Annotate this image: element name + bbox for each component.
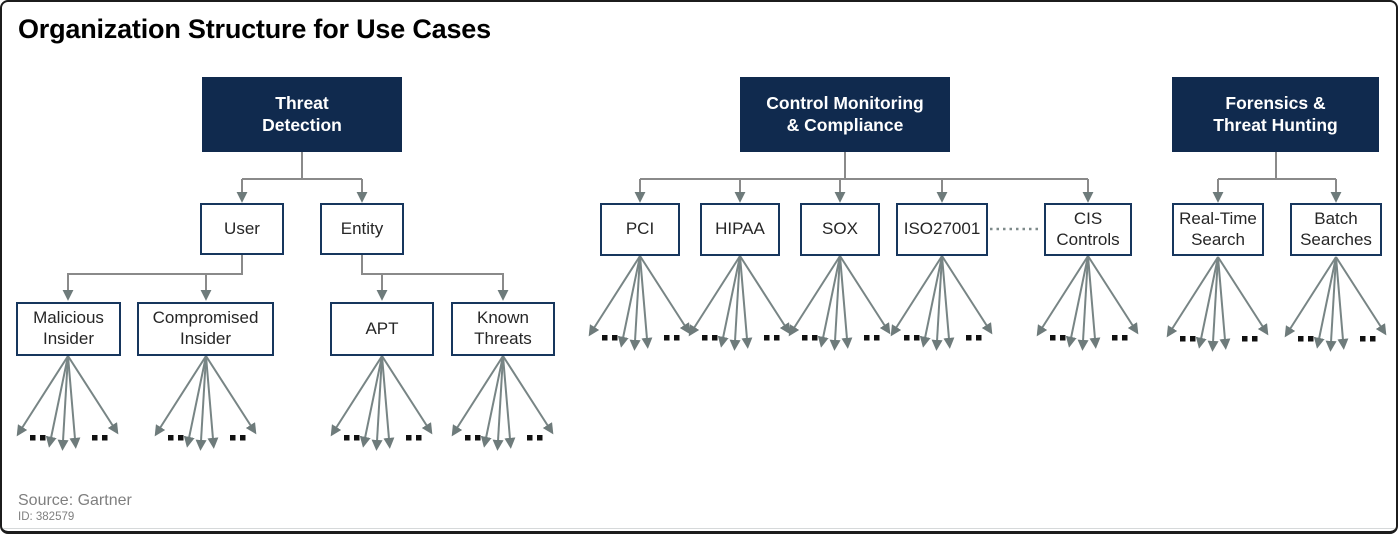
ellipsis-dot (1060, 335, 1066, 341)
ellipsis-dot (30, 435, 36, 441)
connector-forensics (1212, 152, 1342, 203)
node-label: Real-Time Search (1179, 208, 1257, 249)
node-batch-searches: Batch Searches (1290, 203, 1382, 256)
node-label: Threat Detection (262, 93, 342, 135)
ellipsis-dot (1190, 336, 1196, 342)
ellipsis-dot (1252, 336, 1258, 342)
ellipsis-dot (344, 435, 350, 441)
ellipsis-dot (1112, 335, 1118, 341)
node-label: SOX (822, 219, 858, 239)
node-label: ISO27001 (903, 219, 981, 239)
connector-user (62, 255, 243, 301)
ellipsis-dot (40, 435, 46, 441)
ellipsis-dot (774, 335, 780, 341)
node-label: Known Threats (474, 308, 532, 348)
ellipsis-dot (602, 335, 608, 341)
ellipsis-dot (976, 335, 982, 341)
ellipsis-dot (874, 335, 880, 341)
ellipsis-dot (966, 335, 972, 341)
connector-entity (361, 255, 509, 301)
ellipsis-dot (168, 435, 174, 441)
fanout-arrows-known-threats (451, 355, 554, 451)
node-entity: Entity (320, 203, 404, 255)
ellipsis-dot (812, 335, 818, 341)
ellipsis-dot (475, 435, 481, 441)
bottom-divider (2, 528, 1396, 529)
fanout-arrows-sox (788, 255, 891, 351)
ellipsis-dot (92, 435, 98, 441)
node-iso27001: ISO27001 (896, 203, 988, 256)
ellipsis-dot (702, 335, 708, 341)
connector-control-monitoring (634, 152, 1094, 203)
footer: Source: Gartner ID: 382579 (18, 491, 132, 525)
ellipsis-dot (904, 335, 910, 341)
node-pci: PCI (600, 203, 680, 256)
fanout-arrows-compromised-insider (154, 355, 257, 451)
fanout-arrows-cis-controls (1036, 255, 1139, 351)
fanout-arrows-iso27001 (890, 255, 993, 351)
node-label: CIS Controls (1056, 208, 1120, 249)
node-label: Malicious Insider (33, 308, 104, 348)
ellipsis-dot (102, 435, 108, 441)
node-user: User (200, 203, 284, 255)
ellipsis-dot (864, 335, 870, 341)
node-hipaa: HIPAA (700, 203, 780, 256)
node-label: Forensics & Threat Hunting (1213, 93, 1338, 135)
ellipsis-dot (1298, 336, 1304, 342)
fanout-arrows-real-time-search (1166, 256, 1269, 352)
ellipsis-dot (537, 435, 543, 441)
node-label: APT (365, 318, 399, 338)
node-compromised-insider: Compromised Insider (137, 302, 274, 356)
node-label: User (224, 218, 260, 238)
ellipsis-dot (416, 435, 422, 441)
node-label: PCI (625, 219, 655, 239)
node-label: Compromised Insider (152, 308, 259, 348)
node-cis-controls: CIS Controls (1044, 203, 1132, 256)
node-apt: APT (330, 302, 434, 356)
node-threat-detection: Threat Detection (202, 77, 402, 152)
ellipsis-dot (230, 435, 236, 441)
fanout-arrows-batch-searches (1284, 256, 1387, 352)
node-forensics: Forensics & Threat Hunting (1172, 77, 1379, 152)
ellipsis-dot (664, 335, 670, 341)
ellipsis-dot (1308, 336, 1314, 342)
ellipsis-dot (1050, 335, 1056, 341)
node-label: Entity (340, 218, 384, 238)
node-real-time-search: Real-Time Search (1172, 203, 1264, 256)
ellipsis-dot (674, 335, 680, 341)
ellipsis-dot (612, 335, 618, 341)
fanout-arrows-malicious-insider (16, 355, 119, 451)
ellipsis-dot (1242, 336, 1248, 342)
ellipsis-dot (178, 435, 184, 441)
ellipsis-dot (406, 435, 412, 441)
fanout-arrows-hipaa (688, 255, 791, 351)
ellipsis-dot (354, 435, 360, 441)
node-known-threats: Known Threats (451, 302, 555, 356)
ellipsis-dot (914, 335, 920, 341)
fanout-arrows-apt (330, 355, 433, 451)
ellipsis-dot (1122, 335, 1128, 341)
ellipsis-dot (465, 435, 471, 441)
source-text: Source: Gartner (18, 492, 132, 509)
node-label: Batch Searches (1300, 208, 1372, 249)
ellipsis-dot (1360, 336, 1366, 342)
node-label: HIPAA (715, 219, 765, 239)
ellipsis-dot (1370, 336, 1376, 342)
page-title: Organization Structure for Use Cases (18, 14, 491, 44)
ellipsis-dot (527, 435, 533, 441)
node-label: Control Monitoring & Compliance (766, 93, 924, 135)
ellipsis-dot (712, 335, 718, 341)
ellipsis-dot (764, 335, 770, 341)
ellipsis-dot (240, 435, 246, 441)
node-control-monitoring: Control Monitoring & Compliance (740, 77, 950, 152)
fanout-arrows-pci (588, 255, 691, 351)
ellipsis-dot (802, 335, 808, 341)
doc-id-text: ID: 382579 (18, 511, 75, 524)
ellipsis-dot (1180, 336, 1186, 342)
connector-threat-detection (236, 152, 368, 203)
node-sox: SOX (800, 203, 880, 256)
node-malicious-insider: Malicious Insider (16, 302, 121, 356)
